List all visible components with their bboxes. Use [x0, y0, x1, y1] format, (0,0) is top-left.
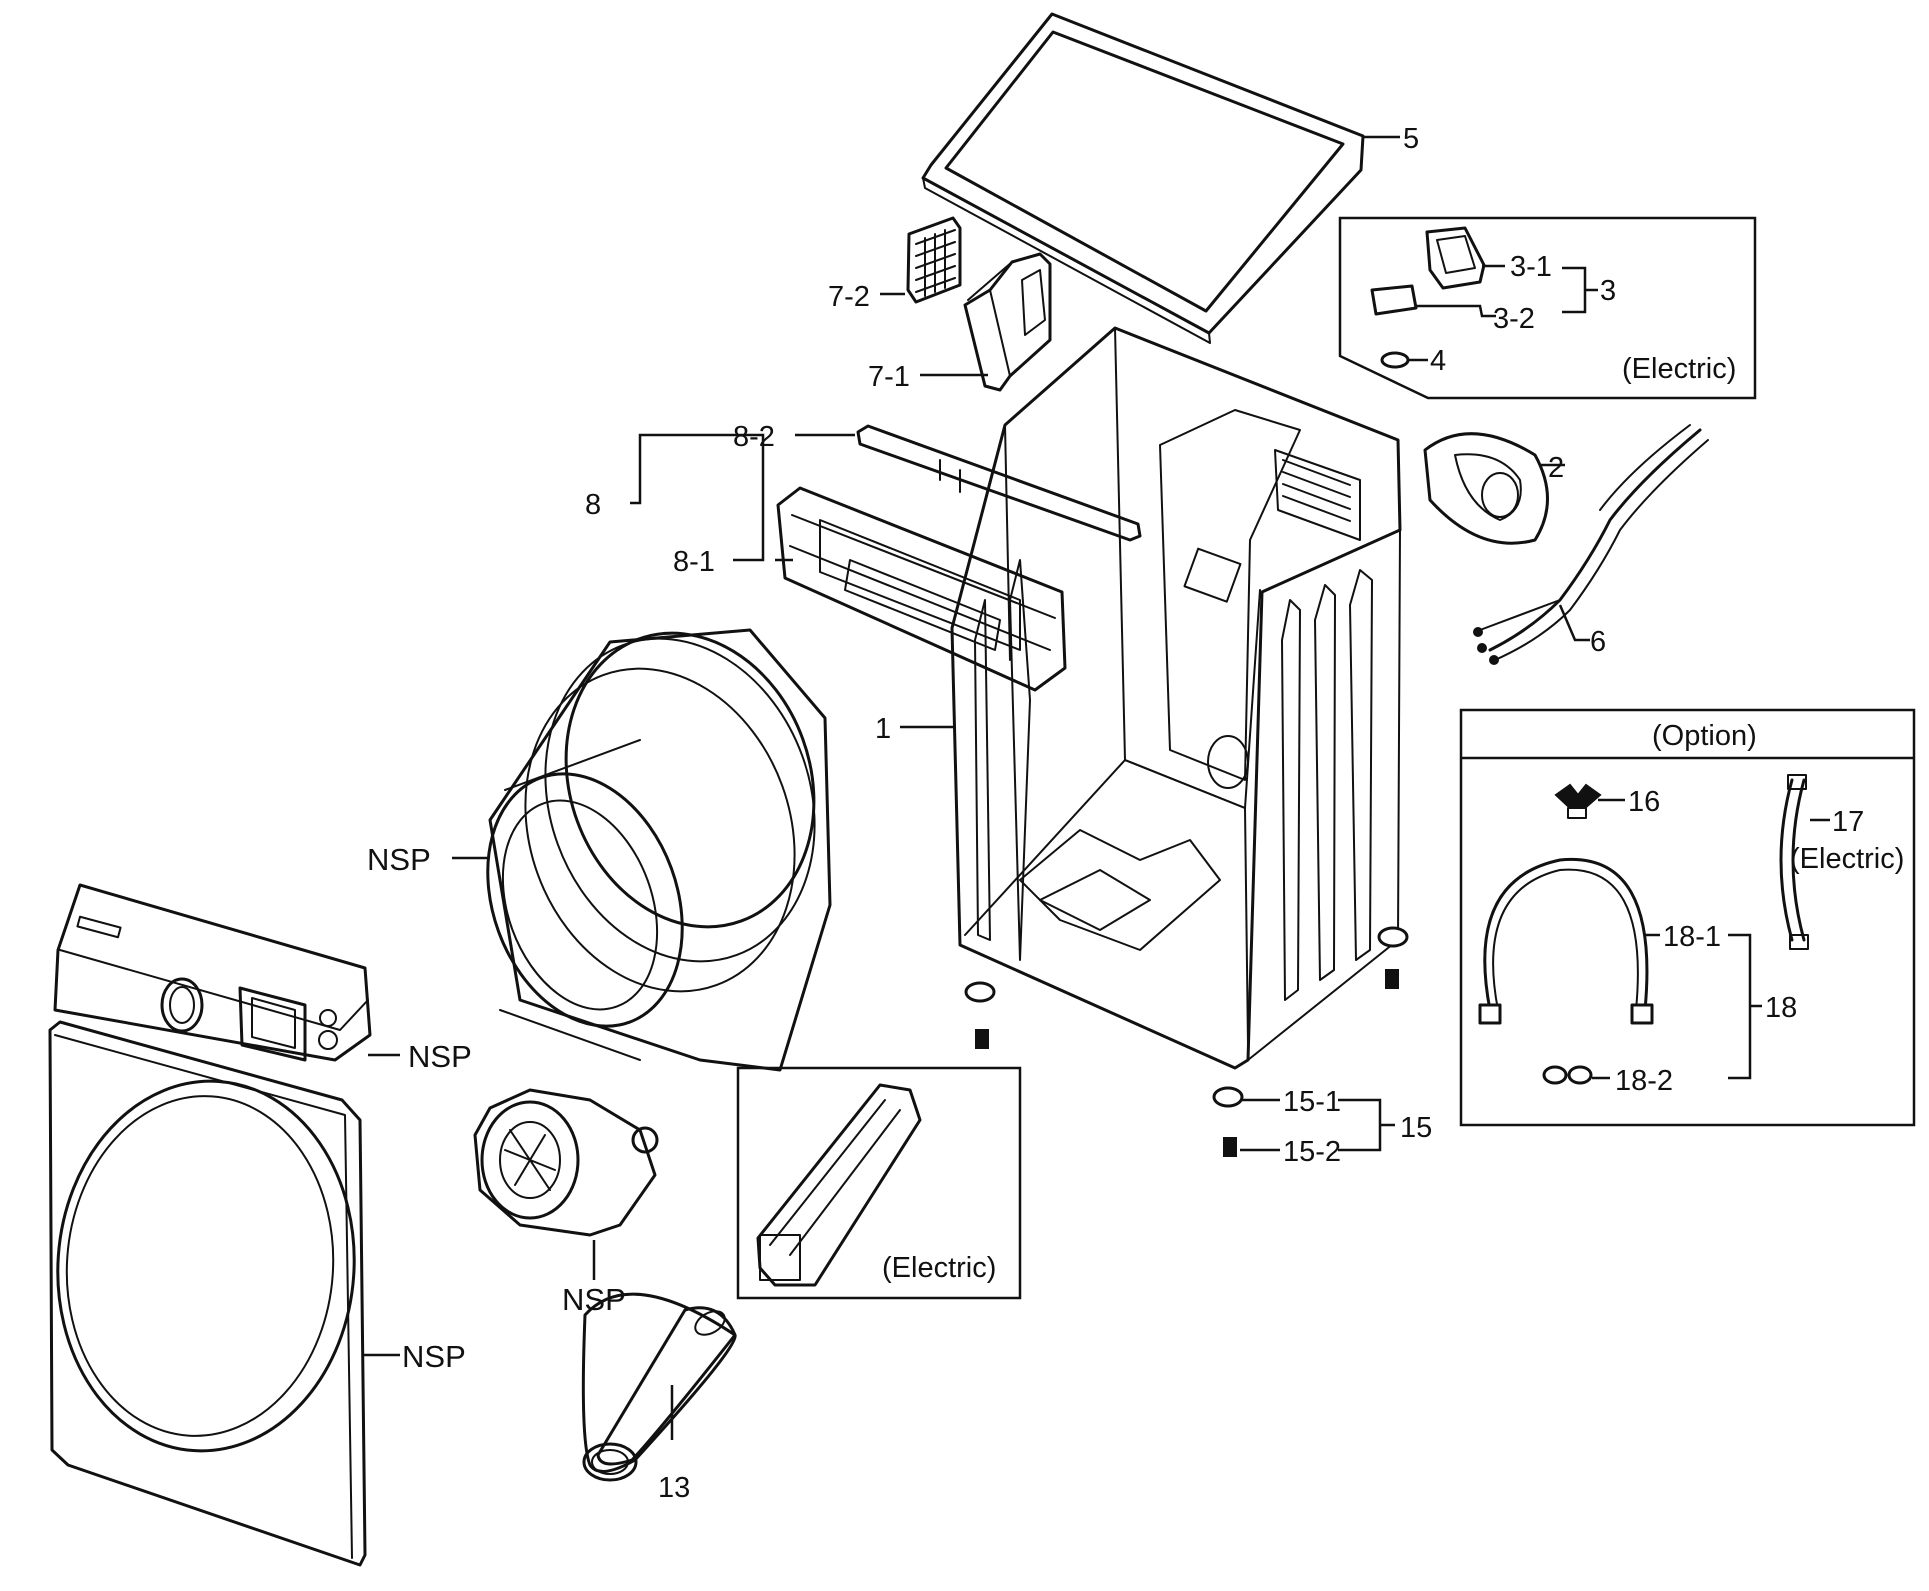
- label-part-13: 13: [658, 1472, 690, 1504]
- label-nsp-drum: NSP: [367, 842, 431, 877]
- label-part-15: 15: [1400, 1112, 1432, 1144]
- part-7-1-filter-housing[interactable]: [963, 252, 1052, 392]
- part-15-1-leg-cap-front[interactable]: [964, 926, 1409, 1108]
- heater-box: [736, 1066, 1022, 1300]
- part-18-2-washers[interactable]: [1542, 1065, 1593, 1085]
- label-part-7-1: 7-1: [868, 361, 910, 393]
- heater-element[interactable]: [756, 1083, 922, 1287]
- label-part-6: 6: [1590, 626, 1606, 658]
- part-3-2-plate[interactable]: [1370, 284, 1418, 316]
- label-option: (Option): [1652, 720, 1757, 752]
- label-electric-heater: (Electric): [882, 1252, 996, 1284]
- label-electric-17: (Electric): [1790, 843, 1904, 875]
- blower-assembly-nsp[interactable]: [473, 1088, 659, 1237]
- label-nsp-door: NSP: [402, 1339, 466, 1374]
- part-18-1-inlet-hose[interactable]: [1478, 857, 1654, 1025]
- label-part-16: 16: [1628, 786, 1660, 818]
- option-accessories-box: [1459, 708, 1916, 1127]
- part-labels: 5 3-1 3-2 3 4 (Electric) 7-2 7-1 8-2 8 8…: [367, 123, 1904, 1504]
- part-8-2-rail[interactable]: [856, 424, 1142, 542]
- drum-assembly-nsp[interactable]: [454, 598, 859, 1072]
- label-part-4: 4: [1430, 345, 1446, 377]
- leader-lines: [362, 135, 1830, 1440]
- control-panel-nsp[interactable]: [53, 883, 372, 1062]
- label-part-2: 2: [1548, 452, 1564, 484]
- part-17-hose[interactable]: [1779, 774, 1809, 950]
- label-nsp-control-panel: NSP: [408, 1039, 472, 1074]
- part-13-exhaust-duct[interactable]: [581, 1292, 737, 1482]
- part-1-cabinet[interactable]: [950, 326, 1402, 1070]
- part-15-2-leveling-foot[interactable]: [975, 969, 1399, 1157]
- label-part-7-2: 7-2: [828, 281, 870, 313]
- label-part-8-2: 8-2: [733, 421, 775, 453]
- label-part-8-1: 8-1: [673, 546, 715, 578]
- part-3-terminal-block-box: [1338, 216, 1757, 400]
- label-part-3: 3: [1600, 275, 1616, 307]
- label-part-18-2: 18-2: [1615, 1065, 1673, 1097]
- part-16-y-connector[interactable]: [1554, 783, 1602, 819]
- front-panel-door-nsp[interactable]: [45, 1020, 367, 1567]
- part-6-wire-harness[interactable]: [1473, 424, 1709, 665]
- label-part-3-1: 3-1: [1510, 251, 1552, 283]
- label-part-18: 18: [1765, 992, 1797, 1024]
- label-nsp-blower: NSP: [562, 1282, 626, 1317]
- label-part-1: 1: [875, 713, 891, 745]
- part-8-1-bracket[interactable]: [776, 486, 1067, 692]
- part-4-clamp[interactable]: [1380, 351, 1410, 369]
- label-part-15-1: 15-1: [1283, 1086, 1341, 1118]
- label-part-17: 17: [1832, 806, 1864, 838]
- part-7-2-filter-grille[interactable]: [906, 216, 962, 304]
- part-2-terminal-cover[interactable]: [1423, 432, 1549, 545]
- label-electric-terminal: (Electric): [1622, 353, 1736, 385]
- part-3-1-terminal-block[interactable]: [1425, 226, 1486, 290]
- label-part-18-1: 18-1: [1663, 921, 1721, 953]
- part-5-top-cover[interactable]: [921, 12, 1365, 344]
- label-part-15-2: 15-2: [1283, 1136, 1341, 1168]
- label-part-5: 5: [1403, 123, 1419, 155]
- part-15-leveling-legs[interactable]: [964, 926, 1409, 1157]
- label-part-3-2: 3-2: [1493, 303, 1535, 335]
- label-part-8: 8: [585, 489, 601, 521]
